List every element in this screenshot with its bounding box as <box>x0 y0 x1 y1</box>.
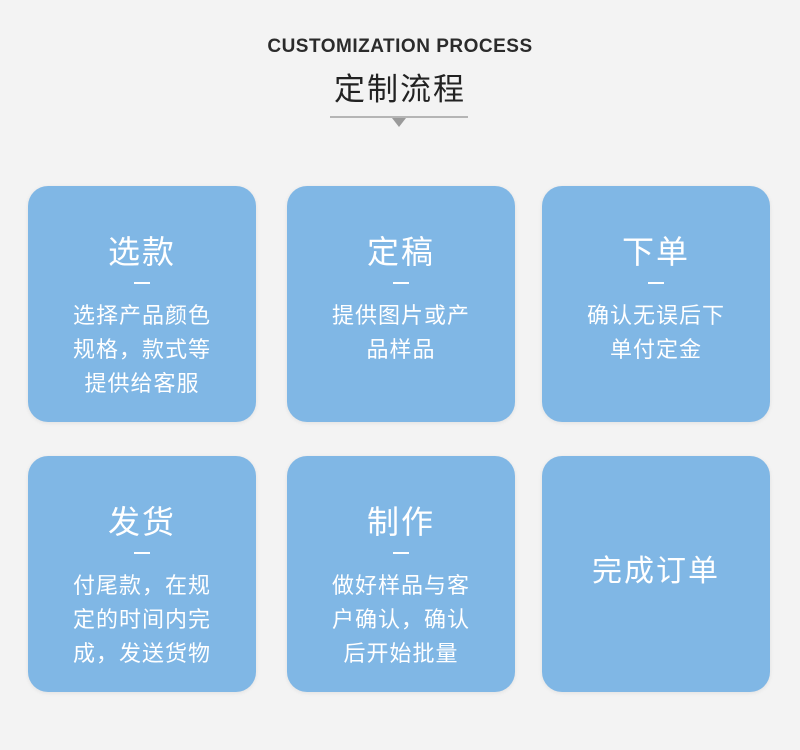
page-title-chinese: 定制流程 <box>334 72 466 108</box>
step-description: 确认无误后下 单付定金 <box>542 300 770 368</box>
step-title: 下单 <box>621 233 690 271</box>
step-description-line: 户确认，确认 <box>331 608 470 633</box>
step-description: 提供图片或产 品样品 <box>287 300 515 368</box>
step-description: 选择产品颜色 规格，款式等 提供给客服 <box>28 300 256 402</box>
step-dash <box>134 282 150 284</box>
step-description: 付尾款，在规 定的时间内完 成，发送货物 <box>28 570 256 672</box>
step-description-line: 单付定金 <box>609 338 702 363</box>
step-card-shipping: 发货 付尾款，在规 定的时间内完 成，发送货物 <box>28 456 256 692</box>
step-description: 做好样品与客 户确认，确认 后开始批量 <box>287 570 515 672</box>
step-dash <box>393 552 409 554</box>
step-description-line: 品样品 <box>366 338 436 363</box>
page-title-english: CUSTOMIZATION PROCESS <box>267 36 533 57</box>
step-description-line: 成，发送货物 <box>72 642 211 667</box>
step-description-line: 提供图片或产 <box>331 304 470 329</box>
step-card-finalize-design: 定稿 提供图片或产 品样品 <box>287 186 515 422</box>
page-header: CUSTOMIZATION PROCESS 定制流程 <box>0 34 800 110</box>
step-description-line: 做好样品与客 <box>331 574 470 599</box>
step-title: 定稿 <box>366 233 435 271</box>
step-card-order-complete: 完成订单 <box>542 456 770 692</box>
step-card-place-order: 下单 确认无误后下 单付定金 <box>542 186 770 422</box>
step-title: 选款 <box>107 233 176 271</box>
step-dash <box>648 282 664 284</box>
step-description-line: 后开始批量 <box>343 642 459 667</box>
step-description-line: 付尾款，在规 <box>72 574 211 599</box>
step-dash <box>393 282 409 284</box>
step-description-line: 提供给客服 <box>84 372 200 397</box>
step-description-line: 确认无误后下 <box>586 304 725 329</box>
down-arrow-icon <box>392 118 406 127</box>
step-title: 发货 <box>107 503 176 541</box>
step-card-production: 制作 做好样品与客 户确认，确认 后开始批量 <box>287 456 515 692</box>
step-description-line: 规格，款式等 <box>72 338 211 363</box>
step-card-select-style: 选款 选择产品颜色 规格，款式等 提供给客服 <box>28 186 256 422</box>
step-description-line: 选择产品颜色 <box>72 304 211 329</box>
step-title: 制作 <box>366 503 435 541</box>
step-dash <box>134 552 150 554</box>
step-description-line: 定的时间内完 <box>72 608 211 633</box>
title-divider <box>330 116 468 118</box>
step-title: 完成订单 <box>592 554 720 589</box>
